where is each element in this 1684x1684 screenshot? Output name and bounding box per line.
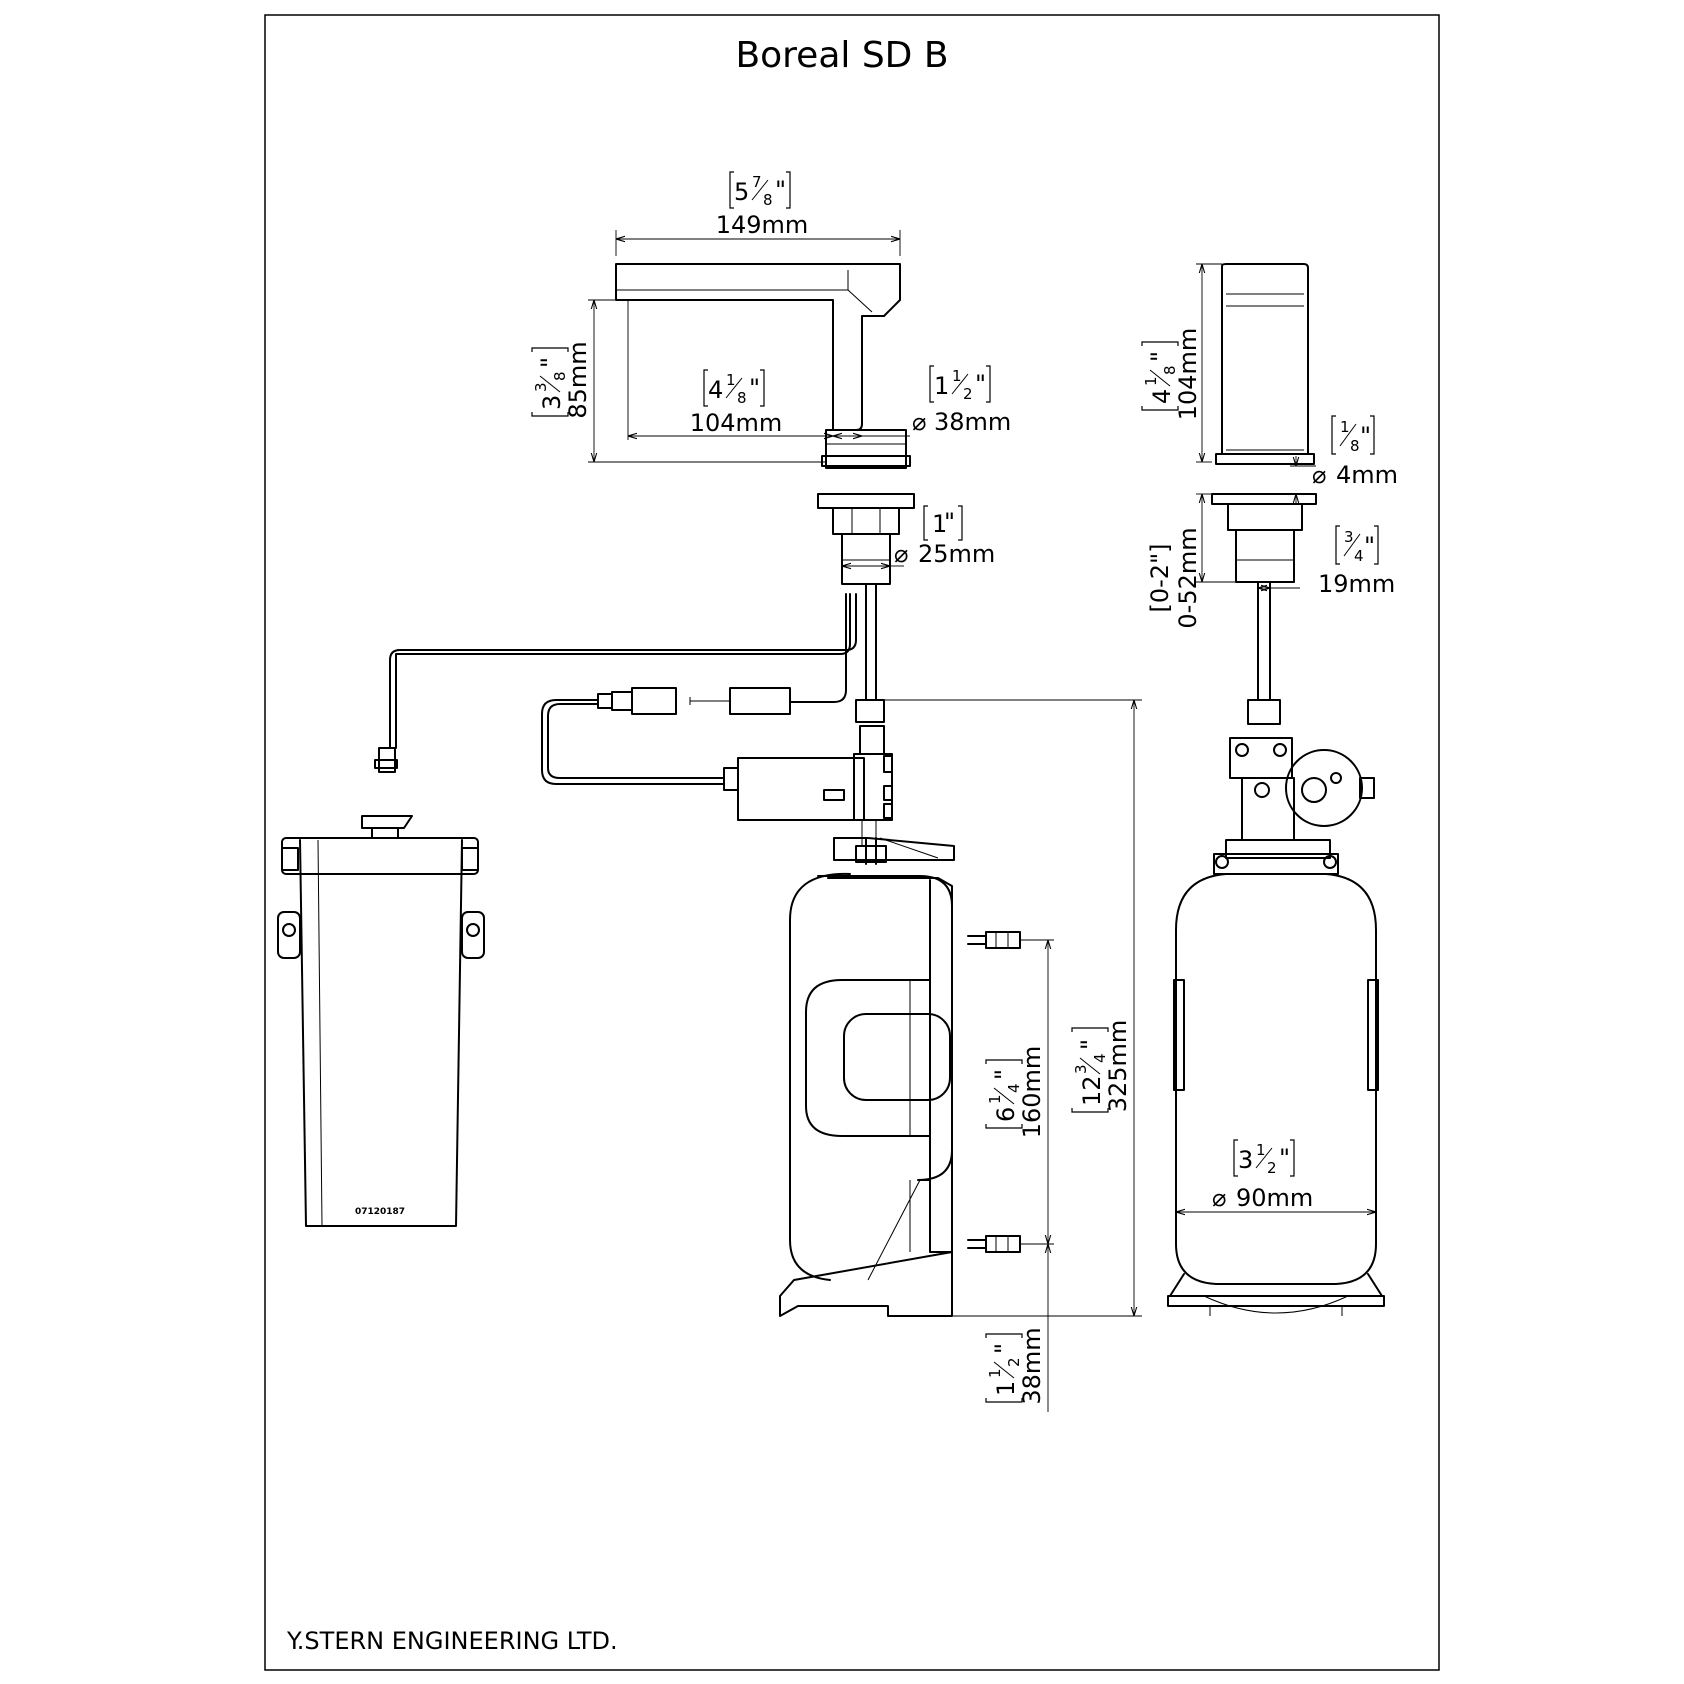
svg-text:": " [944,508,955,536]
svg-text:8: 8 [737,389,747,407]
svg-text:90mm: 90mm [1236,1184,1313,1212]
svg-text:⌀: ⌀ [912,408,926,436]
svg-text:2: 2 [963,385,973,403]
svg-text:38mm: 38mm [934,408,1011,436]
svg-text:85mm: 85mm [564,341,592,418]
faucet-front-view [615,263,915,585]
dim-gap: 1 8 " ⌀ 4mm [1312,415,1398,489]
svg-text:4: 4 [1005,1083,1023,1093]
svg-text:4: 4 [1148,389,1176,404]
svg-text:3: 3 [1072,1064,1090,1074]
svg-text:2: 2 [1005,1357,1023,1367]
svg-text:": " [990,1343,1018,1354]
svg-text:": " [975,370,986,398]
supply-tubes [374,583,885,785]
soap-tank-front [779,837,1021,1317]
svg-text:25mm: 25mm [918,540,995,568]
svg-text:⌀: ⌀ [1212,1184,1226,1212]
svg-text:104mm: 104mm [690,409,783,437]
svg-text:19mm: 19mm [1318,570,1395,598]
dim-deck-range: 0-52mm [0-2"] [1146,527,1202,628]
svg-text:160mm: 160mm [1018,1046,1046,1139]
soap-tank-side [1167,839,1385,1316]
svg-text:": " [1076,1039,1104,1050]
drawing-title: Boreal SD B [735,35,948,76]
svg-text:": " [775,176,786,204]
svg-text:1: 1 [726,371,736,389]
svg-text:0-52mm: 0-52mm [1174,527,1202,628]
dim-inlet-spacing: 160mm 6 1 4 " [985,1046,1046,1139]
svg-text:1: 1 [934,372,949,400]
svg-text:7: 7 [752,173,762,191]
valve-assembly [723,725,893,846]
svg-text:4: 4 [1354,547,1364,565]
svg-text:1: 1 [952,367,962,385]
svg-text:4mm: 4mm [1336,461,1398,489]
svg-text:104mm: 104mm [1174,328,1202,421]
svg-text:3: 3 [1238,1146,1253,1174]
svg-text:8: 8 [763,191,773,209]
svg-text:": " [1279,1144,1290,1172]
svg-text:8: 8 [551,371,569,381]
svg-text:[0-2"]: [0-2"] [1146,544,1174,613]
dim-tank-diameter: 3 1 2 " ⌀ 90mm [1212,1139,1313,1212]
svg-text:325mm: 325mm [1104,1020,1132,1113]
faucet-side-view [1211,263,1375,841]
svg-text:": " [536,357,564,368]
svg-text:3: 3 [532,382,550,392]
svg-text:3: 3 [1344,528,1354,546]
dim-tank-height: 325mm 12 3 4 " [1071,1020,1132,1113]
svg-text:149mm: 149mm [716,211,809,239]
svg-text:5: 5 [734,178,749,206]
svg-text:1: 1 [1142,376,1160,386]
svg-text:": " [1360,422,1371,450]
svg-text:38mm: 38mm [1018,1327,1046,1404]
svg-text:⌀: ⌀ [1312,461,1326,489]
dim-tube-diameter: 3 4 " 19mm [1318,525,1395,598]
svg-text:": " [990,1069,1018,1080]
svg-text:": " [1364,532,1375,560]
dim-side-height: 104mm 4 1 8 " [1141,328,1202,421]
svg-text:2: 2 [1267,1159,1277,1177]
dimension-lines [588,230,1376,1412]
dim-spout-reach: 4 1 8 " 104mm [690,369,783,437]
svg-text:12: 12 [1078,1075,1106,1106]
sheet-border [264,14,1440,1671]
svg-text:1: 1 [1340,418,1350,436]
company-name: Y.STERN ENGINEERING LTD. [286,1627,618,1655]
battery-box: 07120187 [277,815,485,1227]
svg-text:": " [1146,351,1174,362]
dim-spout-height: 85mm 3 3 8 " [531,341,592,419]
svg-text:8: 8 [1350,437,1360,455]
dim-body-diameter: 1 1 2 " ⌀ 38mm [912,365,1011,436]
svg-text:": " [749,374,760,402]
svg-text:3: 3 [538,395,566,410]
svg-text:1: 1 [986,1094,1004,1104]
svg-text:1: 1 [986,1368,1004,1378]
dim-spout-length: 5 7 8 " 149mm [716,171,809,239]
svg-text:1: 1 [992,1381,1020,1396]
battery-box-code: 07120187 [355,1207,405,1217]
svg-text:8: 8 [1161,365,1179,375]
svg-text:⌀: ⌀ [894,540,908,568]
svg-text:1: 1 [1256,1141,1266,1159]
dim-shank-diameter: 1 " ⌀ 25mm [894,505,995,568]
svg-text:6: 6 [992,1107,1020,1122]
dim-base-offset: 38mm 1 1 2 " [985,1327,1046,1405]
svg-text:4: 4 [708,376,723,404]
svg-text:1: 1 [932,510,947,538]
svg-text:4: 4 [1091,1053,1109,1063]
